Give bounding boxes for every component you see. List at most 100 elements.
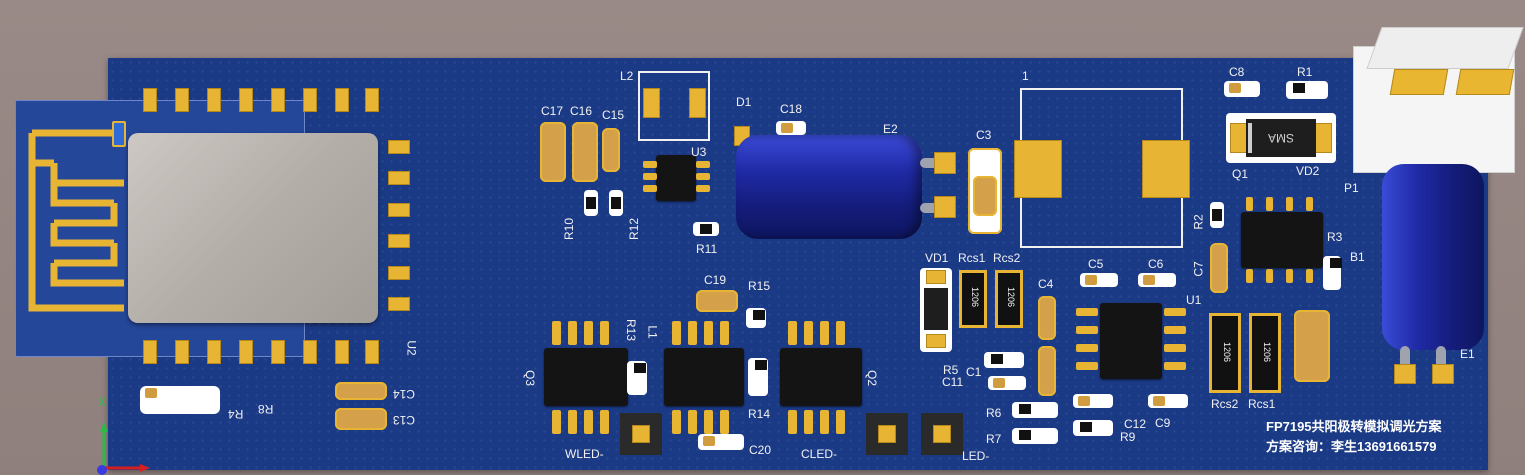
- label-e1: E1: [1460, 347, 1475, 361]
- label-sma: SMA: [1268, 131, 1295, 145]
- label-c14: C14: [393, 387, 416, 401]
- label-c19: C19: [704, 273, 727, 287]
- label-vd1: VD1: [925, 251, 949, 265]
- label-c17: C17: [541, 104, 564, 118]
- label-r4: R4: [228, 407, 244, 421]
- u1-chip: [1100, 303, 1162, 379]
- label-c12: C12: [1124, 417, 1147, 431]
- c7-capacitor: [1210, 243, 1228, 293]
- c6-capacitor: [1138, 273, 1176, 287]
- r1-resistor: [1286, 81, 1328, 99]
- label-c7: C7: [1191, 261, 1206, 277]
- label-vd2: VD2: [1296, 164, 1320, 178]
- cled-testpoint: [866, 413, 908, 455]
- r9-resistor: [1073, 420, 1113, 436]
- label-r12: R12: [627, 217, 642, 241]
- label-c16: C16: [570, 104, 593, 118]
- r11-resistor: [693, 222, 719, 236]
- vd2-diode: SMA: [1226, 113, 1336, 163]
- label-r6: R6: [986, 406, 1002, 420]
- wifi-module: [15, 100, 378, 357]
- c11-capacitor: [988, 376, 1026, 390]
- e1-lead-right: [1436, 346, 1446, 380]
- label-r13: R13: [624, 318, 639, 342]
- l1-chip: [664, 348, 744, 406]
- pcb-antenna-trace: [28, 129, 124, 312]
- label-1: 1: [1022, 69, 1029, 83]
- label-c4: C4: [1038, 277, 1054, 291]
- rcs1-bottom-resistor: 1206: [1249, 313, 1281, 393]
- r3-resistor: [1323, 256, 1342, 290]
- r10-resistor: [584, 190, 598, 216]
- r13-resistor: [627, 361, 647, 395]
- label-c5: C5: [1088, 257, 1104, 271]
- l2-pad-left: [643, 88, 660, 118]
- label-d1: D1: [736, 95, 752, 109]
- label-c3: C3: [976, 128, 992, 142]
- e2-electrolytic-capacitor: [736, 135, 922, 239]
- rcs1-resistor: 1206: [959, 270, 987, 328]
- tantalum-capacitor: [1294, 310, 1330, 382]
- label-rcs1: Rcs1: [958, 251, 986, 265]
- label-r1: R1: [1297, 65, 1313, 79]
- c12-capacitor: [1073, 394, 1113, 408]
- label-wled: WLED-: [565, 447, 604, 461]
- r14-resistor: [748, 358, 768, 396]
- label-u3: U3: [691, 145, 707, 159]
- label-q3: Q3: [523, 369, 538, 387]
- label-r3: R3: [1327, 230, 1343, 244]
- label-cled: CLED-: [801, 447, 838, 461]
- led-testpoint: [921, 413, 963, 455]
- c8-capacitor: [1224, 81, 1260, 97]
- c16-capacitor: [572, 122, 598, 182]
- axis-x-label: X: [98, 395, 107, 409]
- label-p1: P1: [1344, 181, 1359, 195]
- label-q1: Q1: [1232, 167, 1249, 181]
- overlay-contact: 方案咨询：李生13691661579: [1266, 439, 1437, 454]
- label-c18: C18: [780, 102, 803, 116]
- label-c11: C11: [942, 375, 964, 389]
- r4-area: [140, 386, 220, 414]
- c5-capacitor: [1080, 273, 1118, 287]
- label-rcs2-bottom: Rcs2: [1211, 397, 1239, 411]
- label-l2: L2: [620, 69, 634, 83]
- c19-capacitor: [696, 290, 738, 312]
- u3-chip: [656, 155, 696, 201]
- vd1-diode: [920, 268, 952, 352]
- label-r9: R9: [1120, 430, 1136, 444]
- label-r2: R2: [1191, 214, 1206, 230]
- r15-resistor: [746, 308, 766, 328]
- antenna-component: [112, 121, 126, 147]
- c20-capacitor: [698, 434, 744, 450]
- label-c15: C15: [602, 108, 625, 122]
- label-b1: B1: [1350, 250, 1365, 264]
- r2-resistor: [1210, 202, 1224, 228]
- c1-capacitor: [1038, 346, 1056, 396]
- q3-chip: [544, 348, 628, 406]
- c15-capacitor: [602, 128, 620, 172]
- c9-capacitor: [1148, 394, 1188, 408]
- wled-testpoint: [620, 413, 662, 455]
- label-c20: C20: [749, 443, 772, 457]
- q1-mosfet: [1241, 212, 1323, 268]
- label-r11: R11: [696, 242, 718, 256]
- overlay-title: FP7195共阳极转模拟调光方案: [1266, 419, 1442, 434]
- label-r8: R8: [258, 402, 274, 416]
- axis-gizmo: [97, 422, 150, 475]
- label-u1: U1: [1186, 293, 1202, 307]
- label-r7: R7: [986, 432, 1002, 446]
- module-shield-can: [128, 133, 378, 323]
- label-e2: E2: [883, 122, 898, 136]
- q2-chip: [780, 348, 862, 406]
- label-u2: U2: [404, 340, 419, 356]
- l2-outline: [638, 71, 710, 141]
- label-c1: C1: [966, 365, 982, 379]
- label-rcs1-bottom: Rcs1: [1248, 397, 1276, 411]
- r6-resistor: [1012, 402, 1058, 418]
- p1-connector: [1353, 27, 1524, 173]
- r5-resistor: [984, 352, 1024, 368]
- e1-electrolytic-capacitor: [1382, 164, 1484, 350]
- label-q2: Q2: [865, 369, 880, 387]
- inductor-1-pad-left: [1014, 140, 1062, 198]
